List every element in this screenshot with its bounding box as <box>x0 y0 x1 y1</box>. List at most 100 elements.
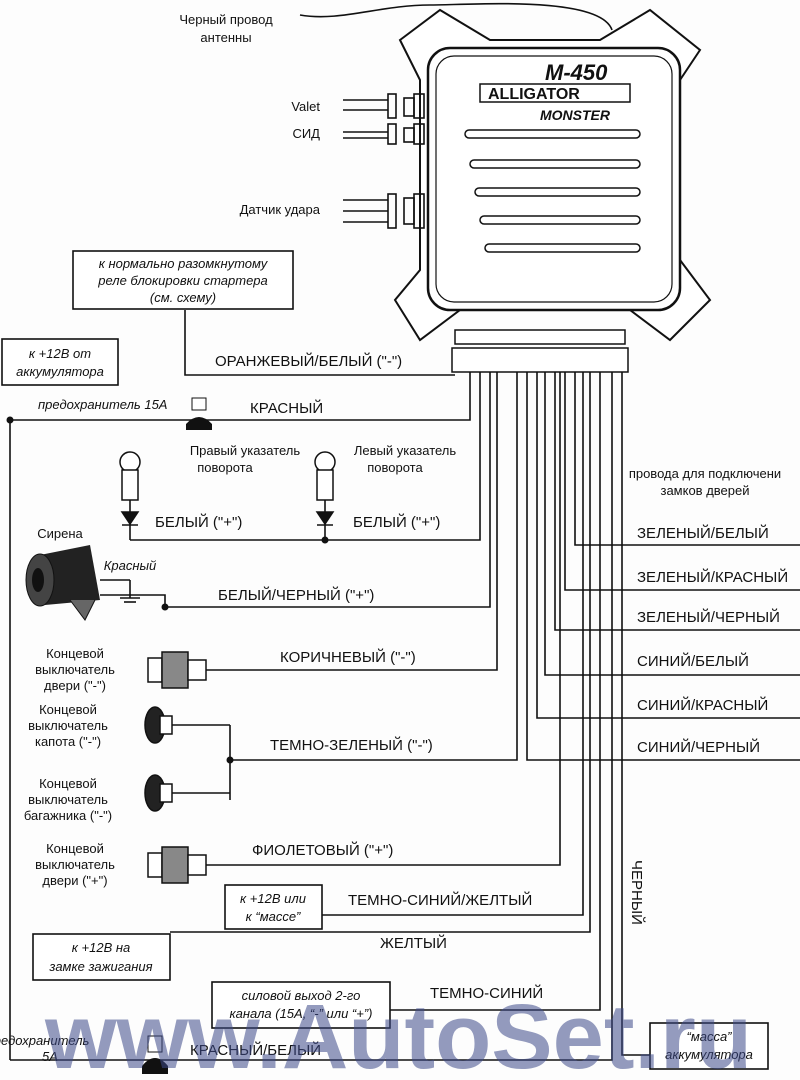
label-white-2: БЕЛЫЙ ("+") <box>353 513 440 531</box>
door-plus-label: Концевой <box>46 841 104 856</box>
left-turn-label: Левый указатель <box>354 443 457 458</box>
wire-blue-red <box>536 372 800 719</box>
ignition-text: замке зажигания <box>48 959 152 974</box>
door-locks-label-2: замков дверей <box>660 483 749 498</box>
label-dark-blue-yellow: ТЕМНО-СИНИЙ/ЖЕЛТЫЙ <box>348 891 532 909</box>
alarm-module: M-450 ALLIGATOR MONSTER <box>393 8 712 342</box>
label-green-red: ЗЕЛЕНЫЙ/КРАСНЫЙ <box>637 568 788 586</box>
channel2-text: силовой выход 2-го <box>242 988 361 1003</box>
battery-ground-text: “масса” <box>686 1029 732 1044</box>
label-white-black: БЕЛЫЙ/ЧЕРНЫЙ ("+") <box>218 586 374 604</box>
door-minus-label: Концевой <box>46 646 104 661</box>
antenna-label-2: антенны <box>200 30 251 45</box>
battery-ground-text: аккумулятора <box>665 1047 753 1062</box>
module-brand: ALLIGATOR <box>488 86 580 103</box>
harness-connector <box>451 347 629 373</box>
label-brown: КОРИЧНЕВЫЙ ("-") <box>280 648 416 666</box>
wire-dark-green <box>230 372 518 761</box>
label-violet: ФИОЛЕТОВЫЙ ("+") <box>252 841 393 859</box>
wire-brown <box>205 372 498 671</box>
label-dark-green: ТЕМНО-ЗЕЛЕНЫЙ ("-") <box>270 736 433 754</box>
label-blue-red: СИНИЙ/КРАСНЫЙ <box>637 696 768 714</box>
label-orange-white: ОРАНЖЕВЫЙ/БЕЛЫЙ ("-") <box>215 352 402 370</box>
door-plus-switch-icon <box>147 846 207 884</box>
hood-label: выключатель <box>28 718 108 733</box>
label-blue-black: СИНИЙ/ЧЕРНЫЙ <box>637 738 760 756</box>
starter-relay-text: реле блокировки стартера <box>97 273 268 288</box>
door-minus-label: двери ("-") <box>44 678 106 693</box>
label-green-white: ЗЕЛЕНЫЙ/БЕЛЫЙ <box>637 524 769 542</box>
channel2-text: канала (15А, “-” или “+”) <box>229 1006 372 1021</box>
label-yellow: ЖЕЛТЫЙ <box>380 934 447 952</box>
module-model: M-450 <box>545 60 608 85</box>
starter-relay-text: (см. схему) <box>150 290 216 305</box>
fuse-5a-label: 5А <box>42 1049 58 1064</box>
left-turn-bulb-icon <box>314 451 336 526</box>
trunk-label: выключатель <box>28 792 108 807</box>
wire-dark-blue-yellow <box>322 372 584 916</box>
wire-yellow <box>170 372 591 933</box>
plus-or-ground-box <box>224 884 323 930</box>
fuse-15a-label: предохранитель 15А <box>38 397 167 412</box>
wire-harness <box>9 310 800 1061</box>
valet-label: Valet <box>291 99 320 114</box>
led-label: СИД <box>292 126 320 141</box>
module-series: MONSTER <box>540 107 611 123</box>
shock-sensor-label: Датчик удара <box>240 202 321 217</box>
right-turn-label: поворота <box>197 460 253 475</box>
wire-white <box>130 372 481 541</box>
antenna-label-1: Черный провод <box>179 12 273 27</box>
starter-relay-text: к нормально разомкнутому <box>99 256 269 271</box>
battery-ground-box <box>649 1022 769 1070</box>
plus-or-ground-text: к +12В или <box>240 891 306 906</box>
trunk-label: Концевой <box>39 776 97 791</box>
left-turn-label: поворота <box>367 460 423 475</box>
fuse-5a-icon <box>142 1035 168 1074</box>
label-red-white: КРАСНЫЙ/БЕЛЫЙ <box>190 1041 321 1059</box>
wire-black <box>621 372 650 1056</box>
wire-green-black <box>554 372 800 631</box>
switch-labels: Концевой выключатель двери ("-") Концево… <box>24 646 115 888</box>
ignition-text: к +12В на <box>72 940 130 955</box>
door-plus-label: выключатель <box>35 857 115 872</box>
hood-switch-icon <box>144 706 173 744</box>
wire-orange-white <box>184 310 455 376</box>
siren-icon <box>25 545 166 621</box>
right-turn-bulb-icon <box>119 451 141 526</box>
wire-violet <box>205 372 561 866</box>
wire-blue-white <box>544 372 800 676</box>
watermark: www.AutoSet.ru <box>44 986 752 1080</box>
wire-green-white <box>574 372 800 546</box>
label-blue-white: СИНИЙ/БЕЛЫЙ <box>637 652 749 670</box>
ignition-box <box>32 933 171 981</box>
siren-red-label: Красный <box>104 558 157 573</box>
door-minus-switch-icon <box>147 651 207 689</box>
hood-label: Концевой <box>39 702 97 717</box>
battery-plus-text: аккумулятора <box>16 364 104 379</box>
label-green-black: ЗЕЛЕНЫЙ/ЧЕРНЫЙ <box>637 608 780 626</box>
channel2-box <box>211 981 391 1029</box>
door-minus-label: выключатель <box>35 662 115 677</box>
wire-blue-black <box>526 372 800 761</box>
wire-white-black <box>165 372 491 608</box>
fuse-5a-label: предохранитель <box>0 1033 90 1048</box>
siren-label: Сирена <box>37 526 83 541</box>
trunk-label: багажника ("-") <box>24 808 112 823</box>
battery-plus-text: к +12В от <box>29 346 91 361</box>
side-connectors <box>343 93 425 229</box>
harness-connector-top <box>454 329 626 345</box>
plus-or-ground-text: к “массе” <box>246 909 301 924</box>
wire-red-white <box>10 372 613 1061</box>
wire-green-red <box>564 372 800 591</box>
starter-relay-box <box>72 250 294 310</box>
door-plus-label: двери ("+") <box>42 873 107 888</box>
battery-plus-box <box>1 338 119 386</box>
label-black: ЧЕРНЫЙ <box>628 860 646 925</box>
trunk-switch-icon <box>144 774 173 812</box>
label-dark-blue: ТЕМНО-СИНИЙ <box>430 984 543 1002</box>
label-white-1: БЕЛЫЙ ("+") <box>155 513 242 531</box>
wire-dark-blue <box>390 372 601 1011</box>
fuse-15a-icon <box>186 397 212 430</box>
